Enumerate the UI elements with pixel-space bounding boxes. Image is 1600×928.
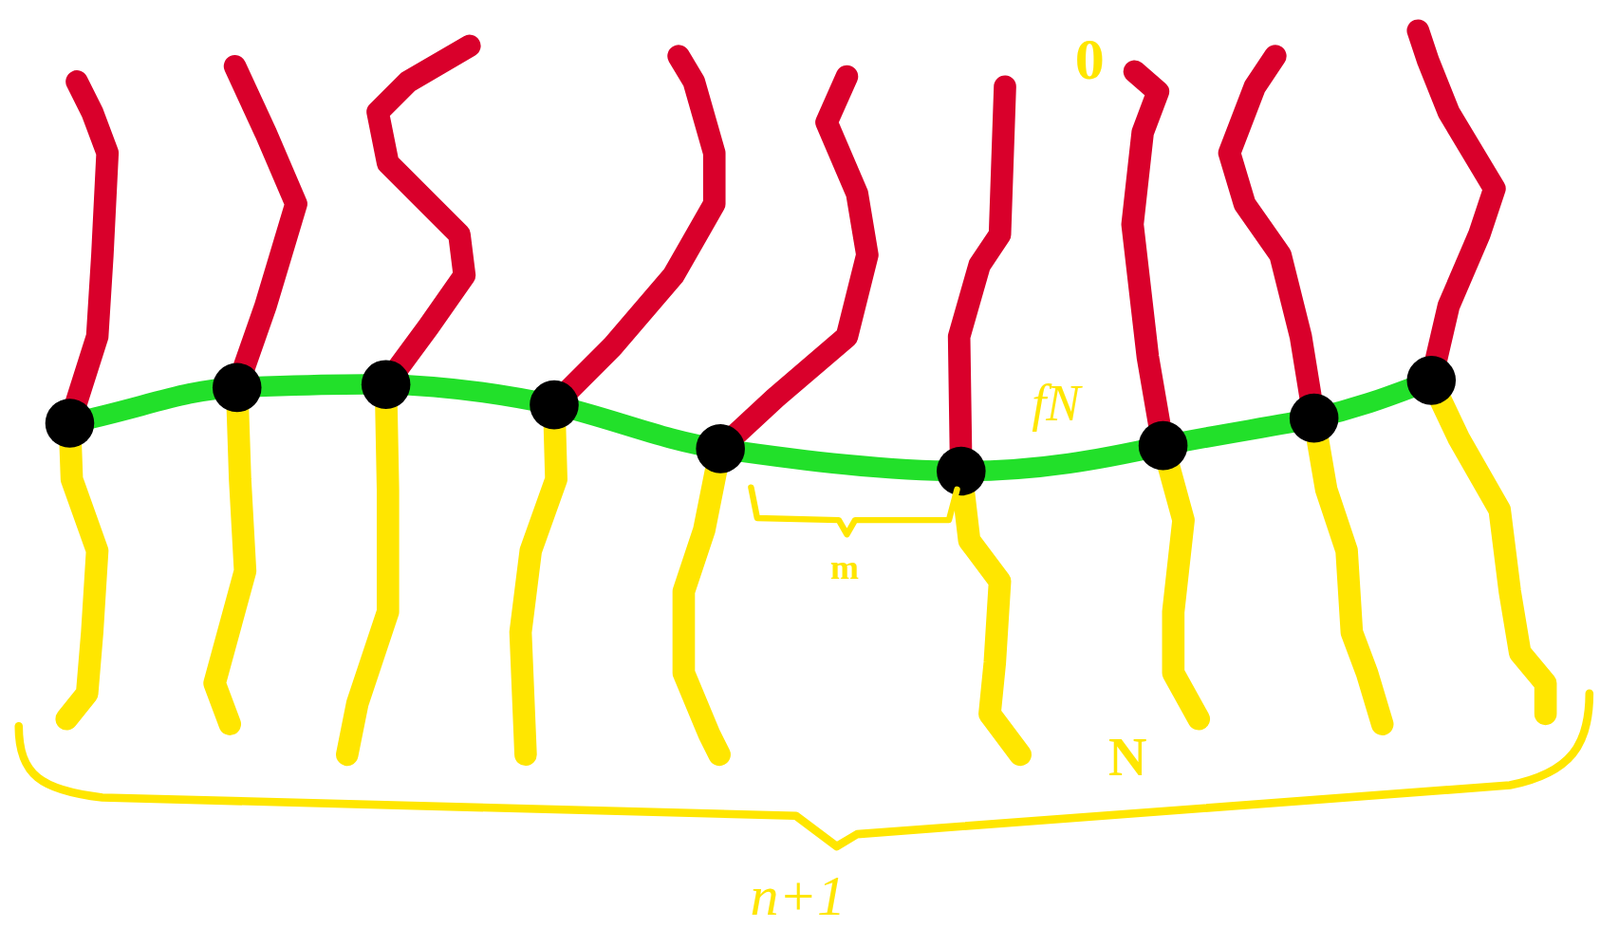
backbone — [69, 380, 1432, 472]
red-chain — [69, 81, 108, 424]
yellow-chain — [66, 423, 97, 720]
yellow-chain — [1431, 380, 1545, 714]
graft-dot — [45, 398, 95, 448]
yellow-chain — [347, 387, 389, 755]
graft-dot — [1138, 421, 1189, 471]
red-chain — [1132, 71, 1163, 446]
red-chain — [1228, 55, 1314, 419]
graft-dot — [695, 424, 745, 474]
red-chain — [554, 55, 715, 406]
diagram-label: N — [1108, 730, 1147, 784]
graft-dot — [1406, 355, 1456, 406]
graft-dot — [361, 359, 411, 410]
graft-dot — [212, 363, 262, 413]
brackets — [18, 487, 1590, 847]
yellow-chain — [520, 408, 558, 755]
yellow-chain — [1314, 418, 1383, 725]
graft-dot — [1289, 393, 1340, 444]
side-chains-bottom — [66, 380, 1545, 755]
red-chain — [720, 76, 868, 449]
diagram-label: n+1 — [750, 867, 847, 925]
diagram-label: m — [830, 550, 859, 585]
diagram-label: fN — [1031, 377, 1080, 429]
red-chain — [377, 45, 470, 385]
red-chain — [1417, 30, 1495, 381]
graft-dot — [529, 380, 579, 430]
count-bracket — [18, 693, 1590, 847]
red-chain — [959, 86, 1005, 471]
graft-dot — [936, 446, 987, 497]
yellow-chain — [214, 387, 245, 725]
yellow-chain — [961, 471, 1021, 756]
red-chain — [235, 66, 297, 389]
side-chains-top — [69, 30, 1494, 471]
spacing-bracket — [750, 487, 957, 535]
yellow-chain — [1163, 446, 1200, 720]
diagram-label: 0 — [1075, 29, 1105, 89]
graft-points — [45, 355, 1456, 496]
yellow-chain — [683, 448, 721, 755]
